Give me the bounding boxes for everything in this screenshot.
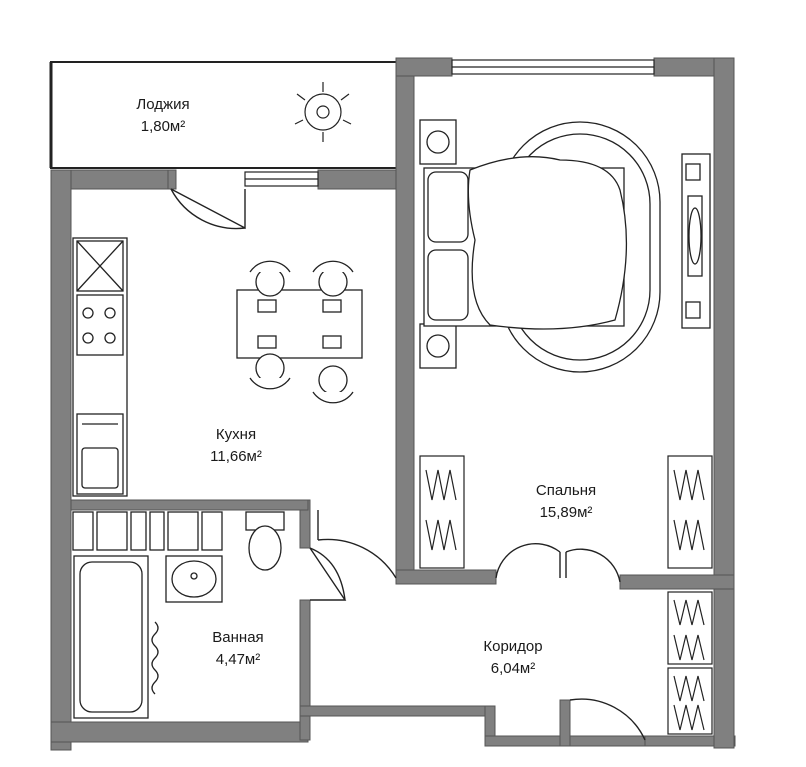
room-label-corridor: Коридор 6,04м² [483, 638, 542, 677]
room-label-kitchen: Кухня 11,66м² [210, 426, 262, 465]
room-label-bathroom: Ванная 4,47м² [212, 629, 263, 668]
bathroom-name: Ванная [212, 629, 263, 646]
loggia-name: Лоджия [136, 96, 189, 113]
corridor-area-text: 6,04м² [491, 660, 536, 677]
bedroom-name: Спальня [536, 482, 596, 499]
bathroom-area-text: 4,47м² [216, 651, 261, 668]
doors [170, 188, 646, 741]
room-label-loggia: Лоджия 1,80м² [136, 96, 189, 135]
bathroom-fixtures [72, 511, 285, 719]
bedroom-furniture [419, 119, 711, 373]
walls [50, 57, 736, 751]
loggia-area-text: 1,80м² [141, 118, 186, 135]
windows [244, 59, 655, 187]
loggia-area [49, 61, 404, 169]
dining-table [236, 260, 363, 404]
kitchen-name: Кухня [216, 426, 256, 443]
kitchen-area-text: 11,66м² [210, 448, 262, 465]
kitchen-counter [72, 237, 128, 497]
room-label-bedroom: Спальня 15,89м² [536, 482, 596, 521]
bedroom-area-text: 15,89м² [540, 504, 593, 521]
corridor-name: Коридор [483, 638, 542, 655]
plant-icon [294, 82, 352, 142]
wardrobes [419, 455, 713, 735]
